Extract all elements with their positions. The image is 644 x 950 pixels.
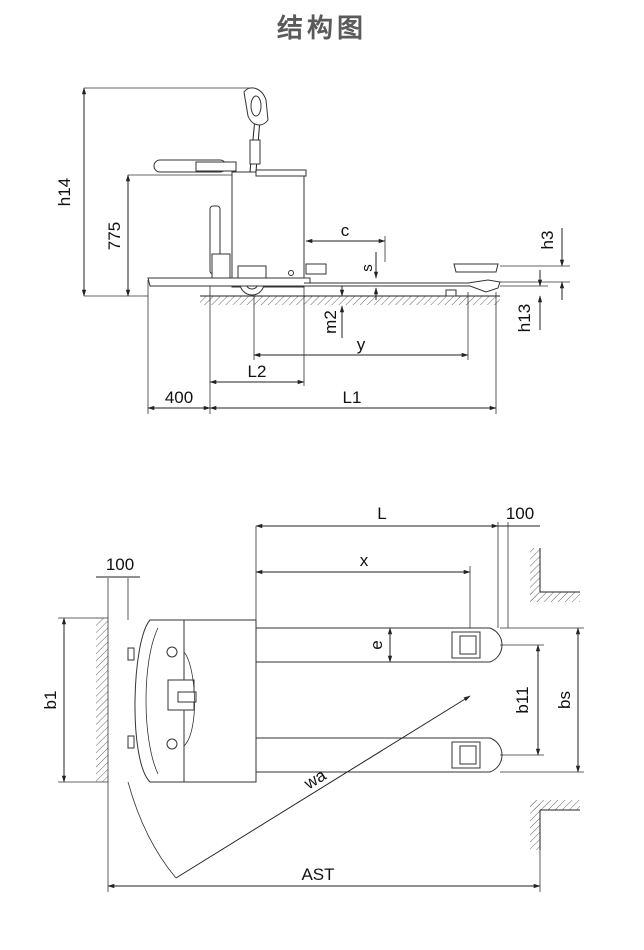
truck-side-silhouette [147,87,501,297]
dim-label-L: L [377,504,386,523]
dim-label-AST: AST [301,865,334,884]
dim-label-L1: L1 [343,388,362,407]
dim-label-775: 775 [105,222,124,250]
dim-label-b1: b1 [41,691,60,710]
dim-label-x: x [360,551,369,570]
ground-hatch [200,296,500,305]
truck-top-silhouette [127,619,503,783]
top-view: L 100 x 100 e b1 b11 bs w [41,504,584,892]
aisle-wall-right [530,548,580,850]
dim-label-L2: L2 [248,362,267,381]
page-title: 结构图 [276,14,367,44]
dim-label-h13: h13 [515,304,534,332]
dim-label-y: y [357,335,366,354]
dim-label-100-left: 100 [106,555,134,574]
dim-label-100-right: 100 [506,504,534,523]
side-view: h14 775 c s h3 h13 m2 [55,87,570,414]
dim-label-s: s [359,264,376,272]
dim-label-400: 400 [165,388,193,407]
dim-label-h14: h14 [55,178,74,206]
dim-label-bs: bs [555,691,574,709]
dim-label-c: c [341,221,350,240]
dim-label-h3: h3 [538,231,557,250]
dim-label-m2: m2 [321,310,340,334]
dim-label-e: e [367,640,386,649]
wall-hatch-left [96,618,108,782]
turning-arc [127,781,177,879]
dim-label-b11: b11 [513,686,532,713]
